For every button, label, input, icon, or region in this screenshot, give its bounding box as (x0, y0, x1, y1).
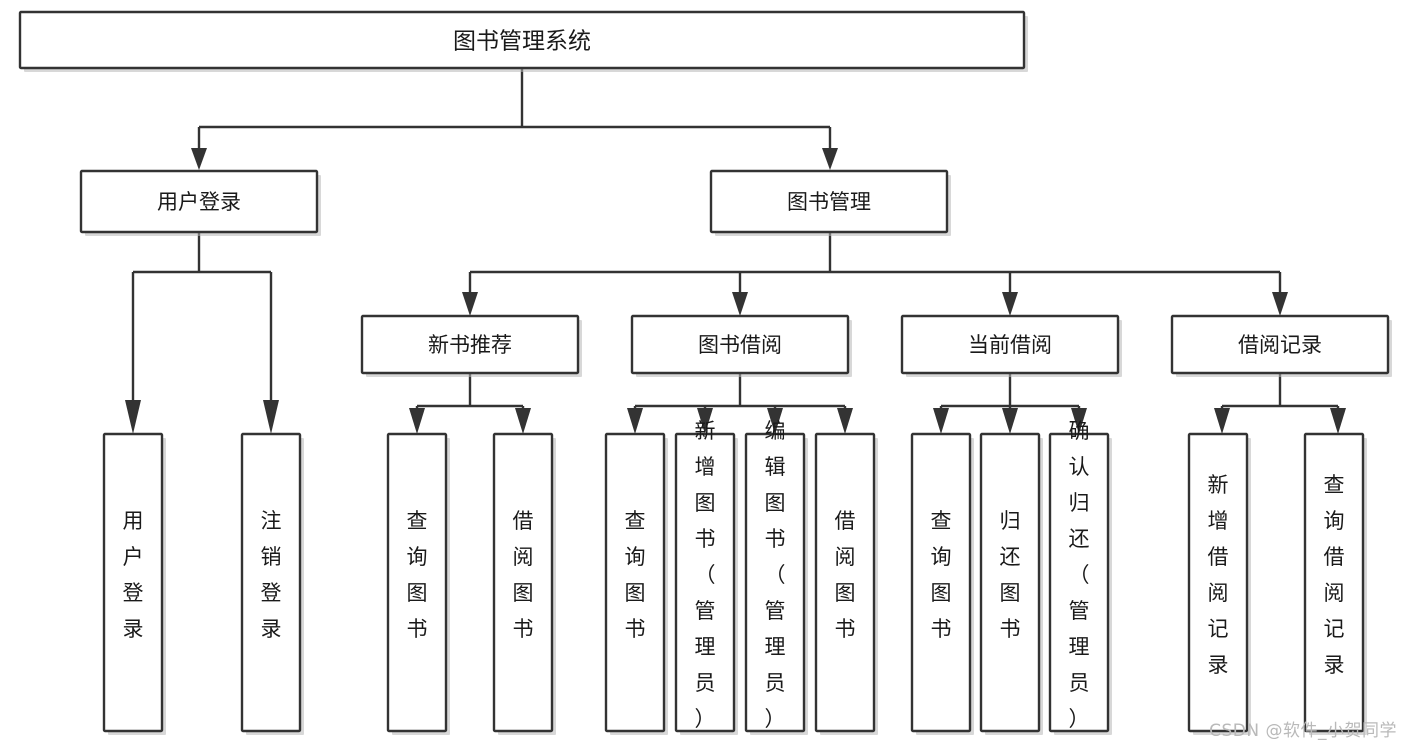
leaf-borrow-record-0-label: 新增借阅记录 (1208, 473, 1229, 677)
leaf-current-borrow-0-label: 查询图书 (931, 509, 952, 641)
leaf-book-borrow-0[interactable]: 查询图书 (604, 432, 668, 735)
leaf-book-borrow-2-label: 编辑图书（管理员） (765, 419, 786, 731)
node-book-borrow-label: 图书借阅 (698, 333, 782, 357)
node-new-book-recommend-label: 新书推荐 (428, 333, 512, 357)
leaf-book-borrow-2[interactable]: 编辑图书（管理员） (744, 419, 808, 735)
leaf-borrow-record-1[interactable]: 查询借阅记录 (1303, 432, 1367, 735)
leaf-current-borrow-1[interactable]: 归还图书 (979, 432, 1043, 735)
leaf-borrow-record-1-label: 查询借阅记录 (1324, 473, 1345, 677)
node-borrow-record-label: 借阅记录 (1238, 333, 1322, 357)
node-root[interactable]: 图书管理系统 (18, 10, 1028, 72)
leaf-new-book-0[interactable]: 查询图书 (386, 432, 450, 735)
node-borrow-record[interactable]: 借阅记录 (1170, 314, 1392, 377)
leaf-user-login-0[interactable]: 用户登录 (102, 432, 166, 735)
leaf-user-login-1[interactable]: 注销登录 (240, 432, 304, 735)
leaf-book-borrow-0-label: 查询图书 (625, 509, 646, 641)
node-current-borrow[interactable]: 当前借阅 (900, 314, 1122, 377)
leaf-new-book-0-label: 查询图书 (407, 509, 428, 641)
leaf-current-borrow-1-label: 归还图书 (1000, 509, 1021, 641)
node-current-borrow-label: 当前借阅 (968, 333, 1052, 357)
leaf-book-borrow-1-label: 新增图书（管理员） (695, 419, 716, 731)
leaf-borrow-record-0[interactable]: 新增借阅记录 (1187, 432, 1251, 735)
leaf-new-book-1[interactable]: 借阅图书 (492, 432, 556, 735)
csdn-watermark: CSDN @软件_小贺同学 (1209, 721, 1397, 741)
connectors (125, 68, 1346, 434)
leaf-user-login-0-label: 用户登录 (123, 509, 144, 641)
node-user-login-label: 用户登录 (157, 190, 241, 214)
node-book-borrow[interactable]: 图书借阅 (630, 314, 852, 377)
node-root-label: 图书管理系统 (453, 29, 591, 55)
node-user-login[interactable]: 用户登录 (79, 169, 321, 236)
leaf-current-borrow-2-label: 确认归还（管理员） (1069, 419, 1090, 731)
leaf-book-borrow-3-label: 借阅图书 (835, 509, 856, 641)
node-new-book-recommend[interactable]: 新书推荐 (360, 314, 582, 377)
leaf-book-borrow-1[interactable]: 新增图书（管理员） (674, 419, 738, 735)
leaf-user-login-1-label: 注销登录 (261, 509, 282, 641)
leaf-new-book-1-label: 借阅图书 (513, 509, 534, 641)
leaf-book-borrow-3[interactable]: 借阅图书 (814, 432, 878, 735)
node-book-management-label: 图书管理 (787, 190, 871, 214)
node-book-management[interactable]: 图书管理 (709, 169, 951, 236)
leaf-current-borrow-2[interactable]: 确认归还（管理员） (1048, 419, 1112, 735)
leaf-current-borrow-0[interactable]: 查询图书 (910, 432, 974, 735)
